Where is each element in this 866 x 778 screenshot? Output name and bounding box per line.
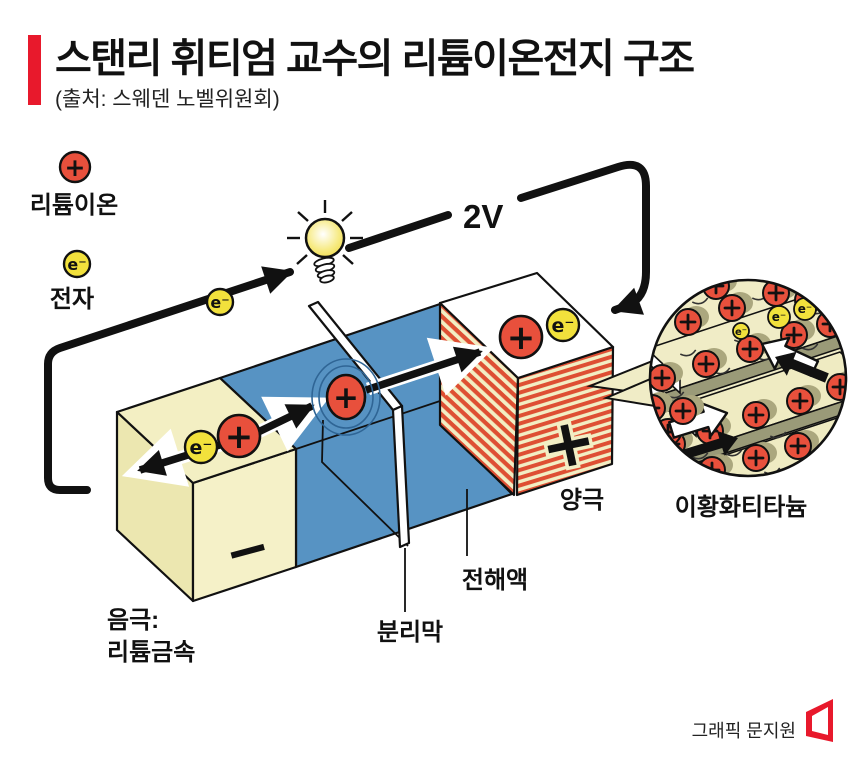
- electron-symbol: e⁻: [772, 310, 786, 324]
- legend-electron: e⁻ 전자: [50, 249, 94, 313]
- part-labels: 음극: 리튬금속 분리막 전해액 양극: [107, 487, 604, 666]
- legend: + 리튬이온 e⁻ 전자: [30, 150, 118, 313]
- lithium-symbol: +: [507, 318, 536, 358]
- voltage-label: 2V: [463, 198, 503, 235]
- ion-arrow-to-cathode: [364, 346, 483, 394]
- bulb-rays: [287, 200, 363, 265]
- electron-icon: [62, 249, 92, 279]
- inset-callout: e⁻ e⁻ e⁻ 이황화티타늄: [586, 278, 848, 521]
- lithium-ion-icon: [325, 373, 367, 421]
- electron-symbol: e⁻: [798, 302, 812, 316]
- legend-electron-label: 전자: [50, 286, 94, 313]
- separator-label: 분리막: [377, 619, 443, 646]
- header: 스탠리 휘티엄 교수의 리튬이온전지 구조 (출처: 스웨덴 노벨위원회): [28, 35, 696, 111]
- electron-icon: [183, 429, 219, 465]
- wire-right: [517, 160, 650, 315]
- lithium-ion-icon: [58, 150, 92, 184]
- wire-middle: [345, 211, 452, 252]
- title-accent-bar: [28, 35, 41, 105]
- anode-particle-pair: e⁻ +: [183, 413, 262, 465]
- lithium-ion-icon: [498, 314, 544, 360]
- electron-symbol: e⁻: [67, 255, 86, 274]
- battery-cell: − + e⁻ + +: [115, 271, 615, 603]
- electron-symbol: e⁻: [735, 327, 747, 338]
- electron-icon: [732, 322, 750, 340]
- lithium-ion-symbol: +: [65, 153, 86, 182]
- credit: 그래픽 문지원: [692, 699, 833, 742]
- cathode-particle-pair: + e⁻: [498, 307, 581, 360]
- legend-lithium-label: 리튬이온: [30, 192, 118, 219]
- separator-front-strip: [391, 404, 411, 549]
- lithium-symbol: +: [225, 417, 254, 457]
- page-title: 스탠리 휘티엄 교수의 리튬이온전지 구조: [55, 37, 694, 81]
- lithium-symbol: +: [333, 380, 359, 416]
- title-source: (출처: 스웨덴 노벨위원회): [55, 88, 280, 111]
- external-circuit: e⁻ 2V: [44, 160, 650, 494]
- inset-label: 이황화티타늄: [675, 494, 807, 521]
- wire-left: [44, 266, 294, 494]
- lithium-ion-icon: [216, 413, 262, 459]
- anode-label-line1: 음극:: [107, 607, 159, 634]
- inset-circle-border: [648, 278, 848, 478]
- bulb-base: [313, 256, 336, 284]
- light-bulb-icon: [287, 200, 363, 284]
- anode-label-line2: 리튬금속: [107, 639, 195, 666]
- publisher-logo-icon: [806, 699, 833, 742]
- electron-icon: [767, 305, 791, 329]
- cathode-label: 양극: [560, 487, 604, 514]
- separator-crossing-ion: +: [311, 358, 381, 436]
- electron-icon: [205, 287, 235, 317]
- legend-lithium-ion: + 리튬이온: [30, 150, 118, 219]
- electron-symbol: e⁻: [210, 293, 229, 312]
- electron-icon: [545, 307, 581, 343]
- electrolyte-label: 전해액: [462, 567, 528, 594]
- electron-symbol: e⁻: [190, 437, 213, 459]
- bulb-glass: [304, 217, 346, 259]
- electron-symbol: e⁻: [552, 315, 575, 337]
- credit-text: 그래픽 문지원: [692, 721, 796, 741]
- ripple-ring: [318, 365, 374, 429]
- ripple-ring: [311, 358, 381, 436]
